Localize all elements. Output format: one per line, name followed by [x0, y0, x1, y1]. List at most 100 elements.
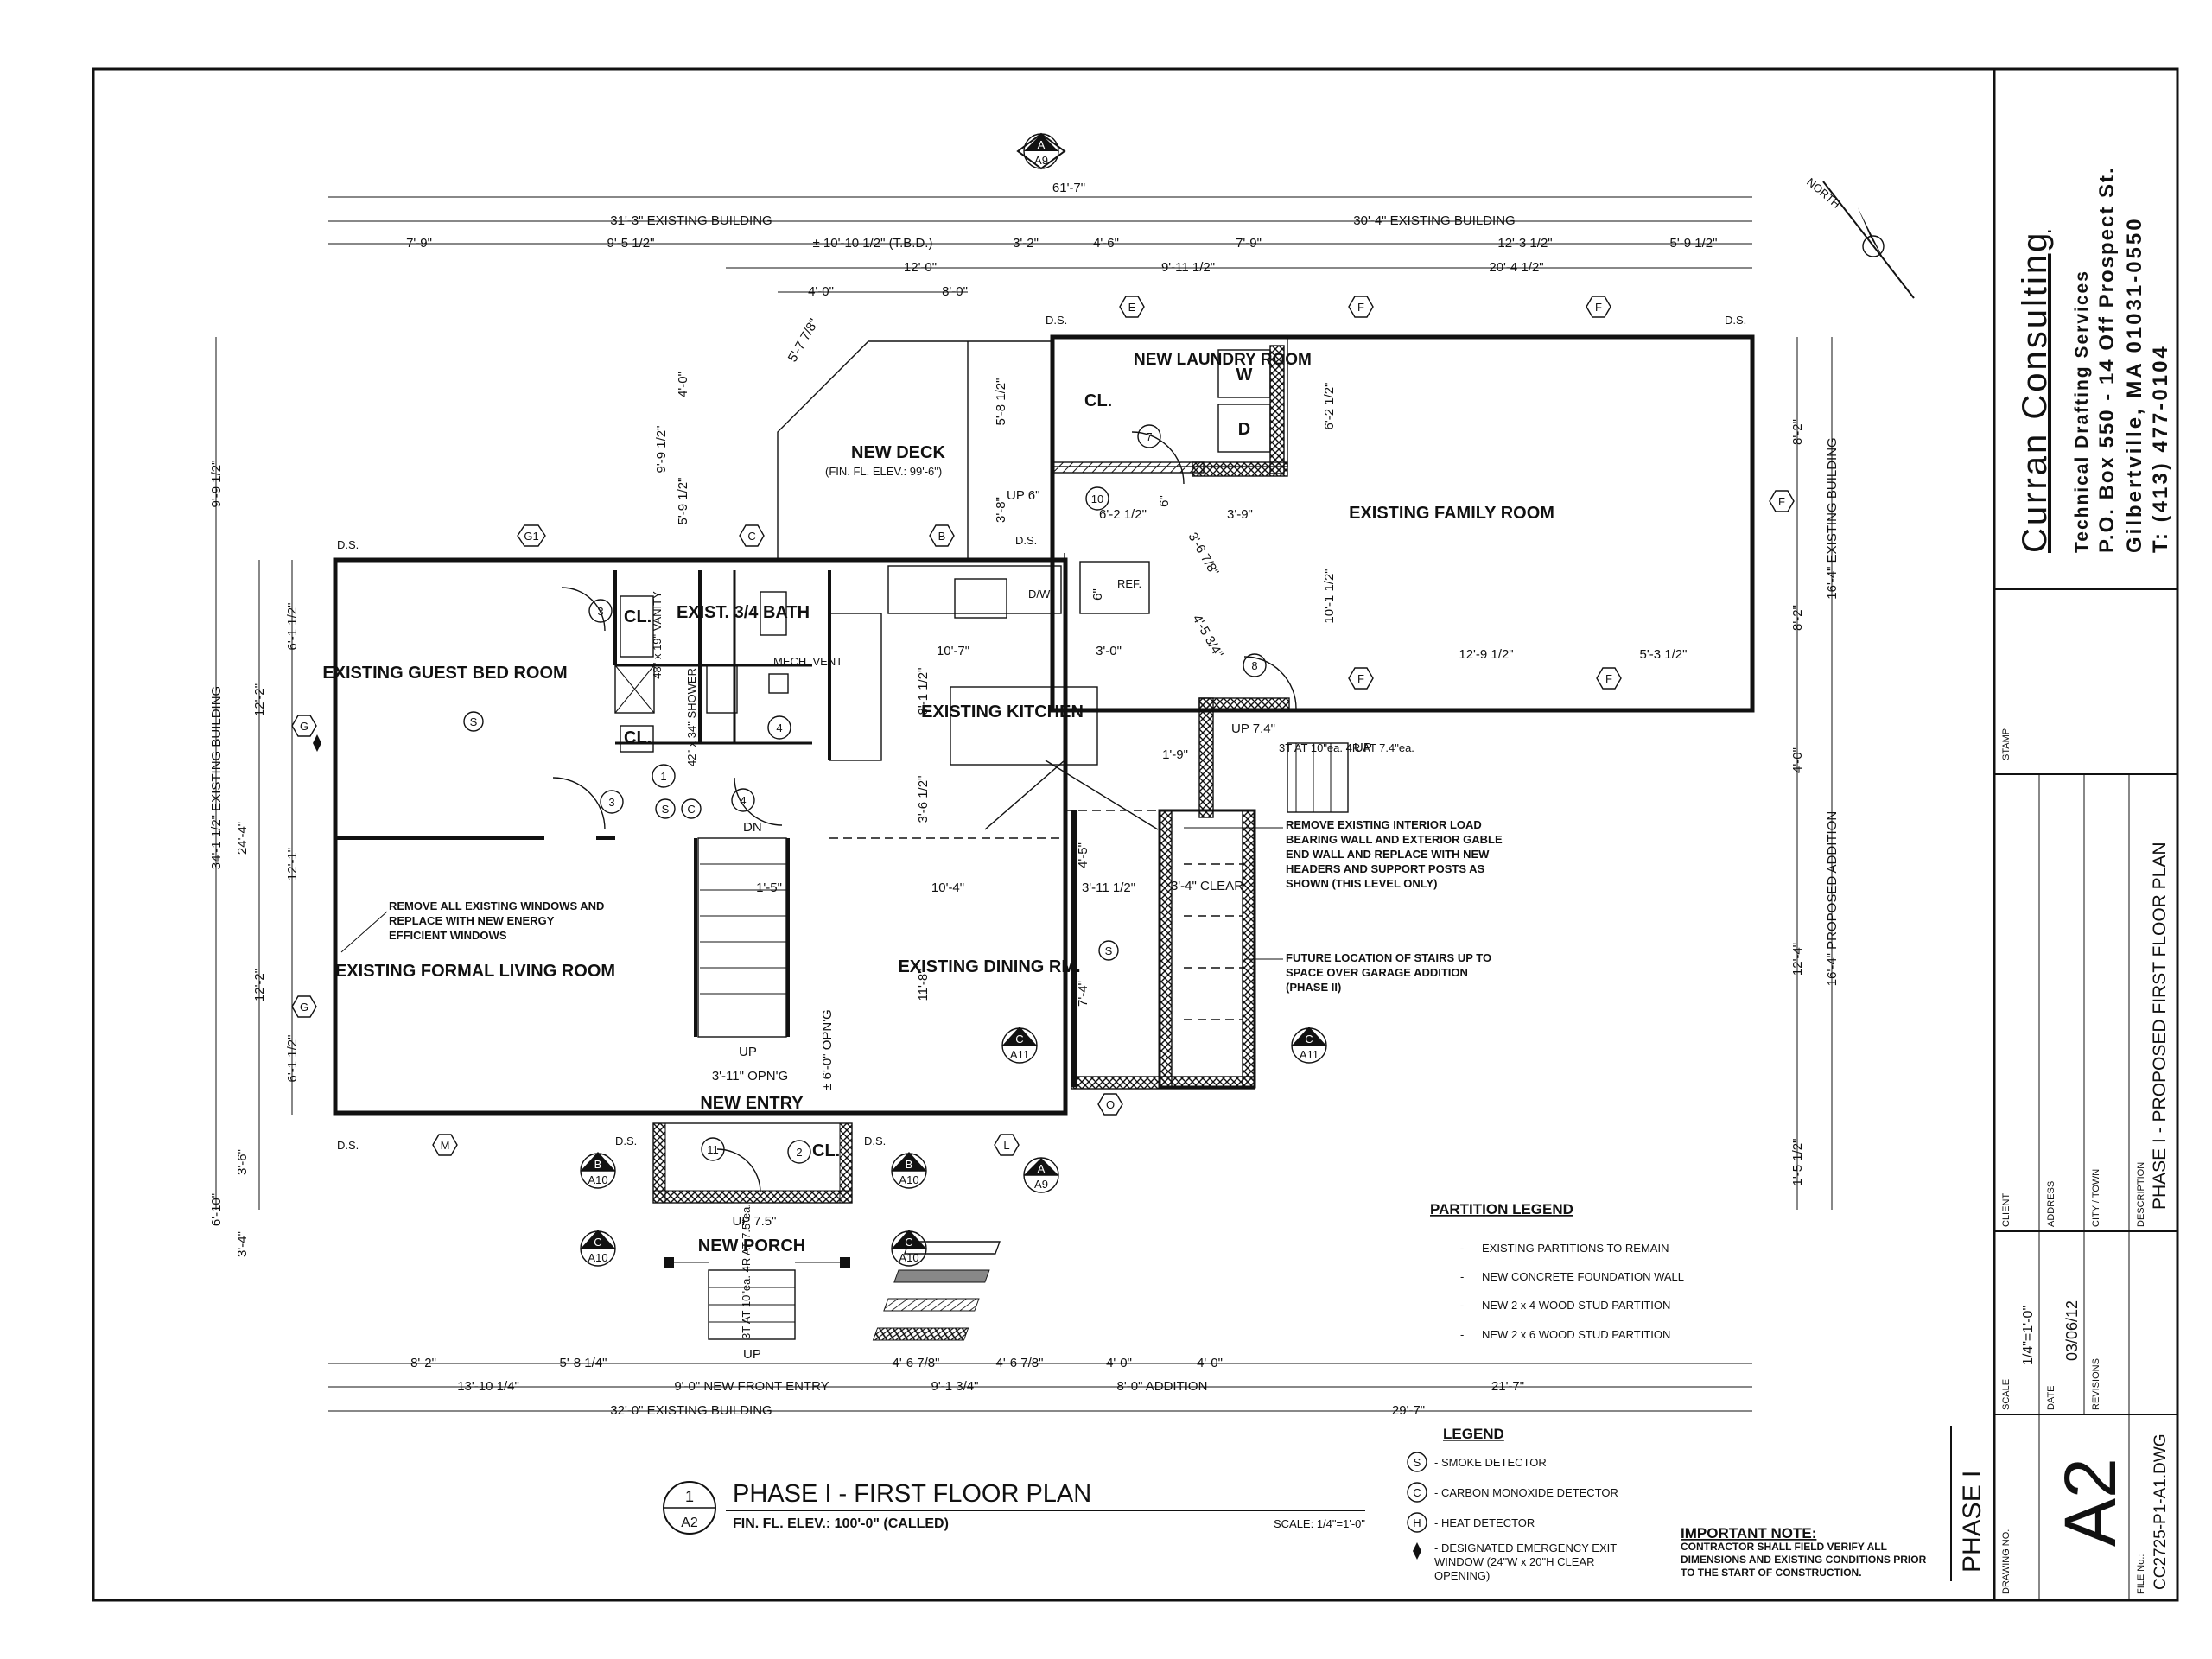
detector-symbols: S S C S: [463, 711, 1119, 961]
drawing-no-label: DRAWING NO.: [2001, 1529, 2012, 1594]
plan-title-sheet: A2: [681, 1516, 698, 1530]
dim-inner-29: 6": [1090, 588, 1105, 601]
client-label: CLIENT: [2001, 1193, 2012, 1227]
dim-left-6: 12'-1": [285, 848, 300, 880]
company-name: Curran Consulting: [2016, 231, 2054, 553]
dim-bottom-4: 4'-6 7/8": [996, 1356, 1044, 1370]
dim-inner-9: 6'-2 1/2": [1322, 383, 1337, 430]
room-dining: EXISTING DINING RM.: [898, 957, 1080, 976]
legend-title: LEGEND: [1443, 1426, 1504, 1442]
room-porch: NEW PORCH: [698, 1236, 805, 1255]
section-markers: A A9 A A9 B A10 B A10 C: [580, 132, 1327, 1267]
sheet-border: [92, 67, 2179, 1602]
partition-legend-title: PARTITION LEGEND: [1430, 1201, 1573, 1217]
dim-top-3: ± 10'-10 1/2" (T.B.D.): [813, 236, 933, 251]
section-a-sheet: A9: [1034, 154, 1048, 167]
stair-up-label: UP: [739, 1045, 757, 1059]
dim-left-5: 24'-4": [235, 822, 250, 855]
section-c-right-letter: C: [905, 1236, 912, 1249]
building-walls: [333, 334, 1755, 1340]
address-label: ADDRESS: [2046, 1181, 2056, 1227]
partition-legend: PARTITION LEGEND - - - - EXISTING PARTIT…: [872, 1201, 1684, 1341]
description-text: PHASE I - PROPOSED FIRST FLOOR PLAN: [2150, 842, 2170, 1210]
dim-inner-22: 4'-5": [1076, 842, 1090, 868]
window-tags: E F F F F F G1 C B G G M L O: [291, 296, 1795, 1156]
legend-item-co: - CARBON MONOXIDE DETECTOR: [1434, 1486, 1618, 1499]
important-text: CONTRACTOR SHALL FIELD VERIFY ALL DIMENS…: [1681, 1541, 1927, 1579]
window-tag-f1: F: [1357, 301, 1364, 314]
door-tag-2: 2: [796, 1146, 802, 1159]
dim-top-11: 20'-4 1/2": [1489, 260, 1543, 275]
legend-item-exit: - DESIGNATED EMERGENCY EXIT WINDOW (24"W…: [1434, 1541, 1617, 1582]
plan-scale: SCALE: 1/4"=1'-0": [1274, 1517, 1365, 1530]
dim-top-13: 8'-0": [942, 284, 968, 299]
dim-right-7: 1'-5 1/2": [1790, 1139, 1805, 1186]
dim-inner-26: ± 6'-0" OPN'G: [820, 1009, 835, 1090]
rear-stair-spec: 3T AT 10"ea. 4R AT 7.4"ea.: [1279, 741, 1414, 754]
dim-left-building: 31'-3" EXISTING BUILDING: [610, 213, 772, 228]
room-deck-elev: (FIN. FL. ELEV.: 99'-6"): [825, 465, 942, 478]
washer-label: W: [1236, 365, 1253, 385]
dim-left-1: 9'-9 1/2": [209, 461, 224, 508]
dim-right-6: 16'-4" PROPOSED ADDITION: [1825, 811, 1840, 986]
date-label: DATE: [2046, 1385, 2056, 1410]
dim-bottom-13: 29'-7": [1392, 1403, 1425, 1418]
dim-inner-21: 3'-11 1/2": [1082, 880, 1135, 895]
dim-top-1: 7'-9": [406, 236, 432, 251]
section-a2-sheet: A9: [1034, 1178, 1048, 1191]
rear-stair-up-label: UP: [1354, 741, 1372, 755]
door-tag-10: 10: [1091, 493, 1103, 505]
downspout-label-2: D.S.: [1725, 314, 1746, 327]
window-tag-g1: G1: [524, 530, 538, 543]
door-tag-1: 1: [660, 770, 666, 783]
dim-inner-27: UP 7.5": [733, 1214, 777, 1229]
legend-item-smoke: - SMOKE DETECTOR: [1434, 1456, 1547, 1469]
drawing-number: A2: [2050, 1458, 2131, 1547]
porch-stair-up-label: UP: [743, 1347, 761, 1362]
downspout-label-3: D.S.: [337, 538, 359, 551]
room-living: EXISTING FORMAL LIVING ROOM: [335, 962, 615, 981]
mech-vent: MECH. VENT: [773, 655, 842, 668]
window-tag-c: C: [747, 530, 755, 543]
closet-label-1: CL.: [1084, 391, 1112, 410]
note-remove-wall: REMOVE EXISTING INTERIOR LOAD BEARING WA…: [1286, 818, 1503, 890]
section-c-mid2-sheet: A11: [1300, 1048, 1319, 1061]
dim-right-4: 4'-0": [1790, 747, 1805, 773]
dim-right-building: 30'-4" EXISTING BUILDING: [1353, 213, 1515, 228]
legend-symbol-heat: H: [1413, 1516, 1421, 1529]
dim-overall: 61'-7": [1052, 181, 1085, 195]
dim-right-3: 8'-2": [1790, 605, 1805, 631]
door-tag-8: 8: [1251, 659, 1257, 672]
window-tag-l: L: [1003, 1139, 1009, 1152]
smoke-detector-addition: S: [1105, 944, 1113, 957]
dim-left-9: 3'-6": [235, 1149, 250, 1175]
smoke-detector-hall: S: [662, 803, 670, 816]
dim-inner-1: 5'-7 7/8": [785, 316, 822, 365]
file-number: CC2725-P1-A1.DWG: [2152, 1433, 2170, 1590]
dim-left-11: 3'-4": [235, 1231, 250, 1257]
svg-text:-: -: [1460, 1270, 1464, 1283]
section-b-left-sheet: A10: [588, 1173, 607, 1186]
dim-bottom-6: 4'-0": [1197, 1356, 1223, 1370]
smoke-detector-guest: S: [470, 715, 478, 728]
section-a-top: A A9: [1016, 132, 1066, 170]
dim-inner-14: 8'-1 1/2": [916, 668, 931, 715]
dim-inner-6: 6'-2 1/2": [1099, 507, 1147, 522]
section-b-right-sheet: A10: [899, 1173, 918, 1186]
dim-inner-17: 1'-9": [1162, 747, 1188, 762]
stair-clear: 3'-4" CLEAR: [1171, 879, 1243, 893]
emergency-exit-icon-1: [313, 734, 321, 752]
section-c-left-letter: C: [594, 1236, 601, 1249]
dim-top-10: 9'-11 1/2": [1161, 260, 1215, 275]
dim-inner-11: 4'-5 3/4": [1190, 613, 1226, 661]
dim-left-2: 34'-1 1/2" EXISTING BUILDING: [209, 686, 224, 869]
company-block: Curran Consulting Technical Drafting Ser…: [2016, 166, 2172, 553]
north-arrow-icon: NORTH: [1804, 175, 1915, 299]
room-entry: NEW ENTRY: [700, 1094, 804, 1113]
dim-top-5: 4'-6": [1093, 236, 1119, 251]
dim-bottom-7: 13'-10 1/4": [457, 1379, 519, 1394]
dim-top-8: 5'-9 1/2": [1670, 236, 1718, 251]
door-tag-3a: 3: [597, 605, 603, 618]
top-dimensions: 61'-7" 31'-3" EXISTING BUILDING 30'-4" E…: [328, 181, 1752, 299]
file-no-label: FILE No.:: [2136, 1554, 2146, 1594]
